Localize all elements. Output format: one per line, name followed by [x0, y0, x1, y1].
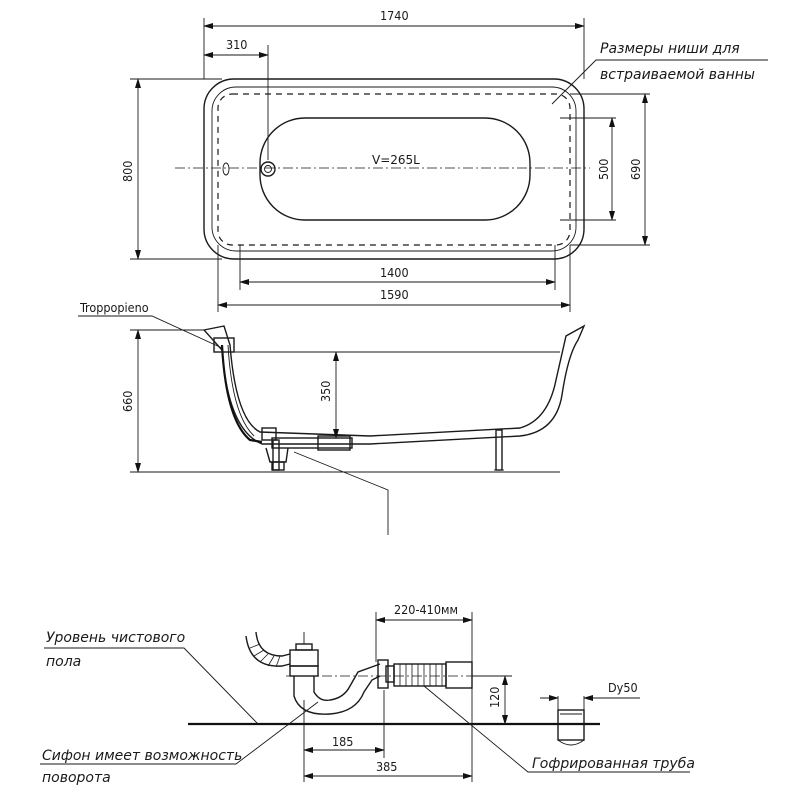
top-view: V=265L 1740 310 800 500 690 1400: [120, 8, 768, 312]
tub-side-profile: [202, 324, 586, 445]
dim-range: 220-410мм: [394, 602, 458, 617]
dim-385: 385: [376, 759, 397, 774]
drain-top-fitting: [289, 649, 319, 667]
outlet-fitting: [377, 659, 389, 689]
corrugated-label: Гофрированная труба: [532, 756, 695, 772]
inlet-hose: [245, 635, 291, 667]
siphon-note-line2: поворота: [42, 770, 111, 786]
dim-inner-length: 1400: [380, 265, 409, 280]
dim-height-120: 120: [487, 687, 502, 708]
tub-inner-rim: [211, 86, 577, 252]
dim-length: 1740: [380, 8, 409, 23]
dim-185: 185: [332, 734, 353, 749]
dim-height: 660: [120, 391, 135, 412]
drain-icon: [260, 161, 276, 177]
overflow-pipe: [220, 344, 263, 444]
tub-outer-rim: [203, 78, 585, 260]
dim-drain-offset: 310: [226, 37, 247, 52]
siphon-trap: [293, 675, 381, 715]
floor-level-line1: Уровень чистового: [46, 630, 185, 646]
side-view: 660 350 Troppopieno: [78, 300, 586, 535]
niche-outline: [217, 93, 571, 246]
leg-right: [495, 429, 503, 471]
volume-label: V=265L: [372, 153, 420, 167]
siphon-view: 220-410мм 120 Dy50 185 385 Уровень чисто…: [40, 602, 695, 786]
dim-width: 800: [120, 161, 135, 182]
dim-pipe: Dy50: [608, 680, 638, 695]
siphon-note-line1: Сифон имеет возможность: [42, 748, 242, 764]
overflow-icon: [222, 162, 230, 176]
dim-niche-length: 1590: [380, 287, 409, 302]
dim-depth: 350: [318, 381, 333, 402]
floor-level-line2: пола: [46, 654, 81, 670]
tub-basin: [259, 117, 531, 221]
dim-niche-width: 690: [628, 159, 643, 180]
leg-left: [272, 439, 280, 471]
floor-pipe: [557, 709, 585, 741]
corrugated-pipe: [393, 663, 447, 687]
overflow-fitting: [213, 337, 235, 353]
niche-note-line2: встраиваемой ванны: [600, 67, 755, 83]
niche-note-line1: Размеры ниши для: [600, 41, 740, 57]
drain-fitting: [261, 427, 277, 441]
overflow-label: Troppopieno: [79, 300, 149, 315]
dim-inner-width: 500: [596, 159, 611, 180]
